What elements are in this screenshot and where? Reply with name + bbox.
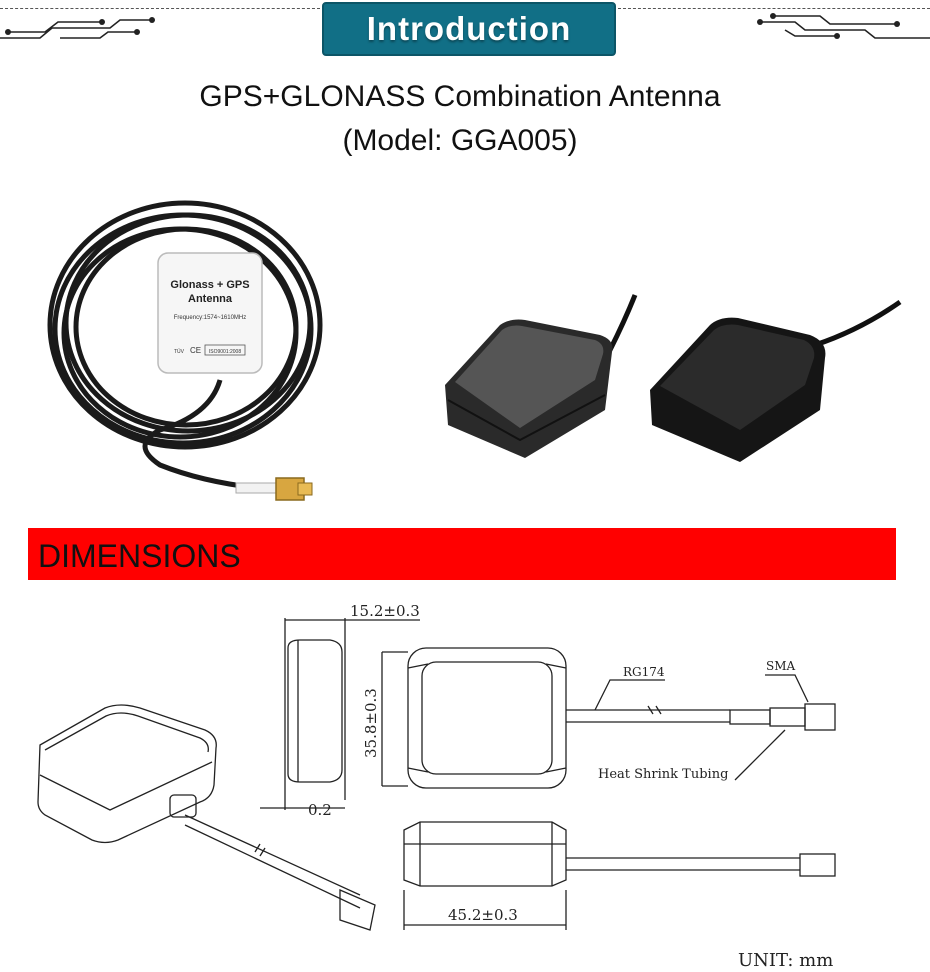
circuit-ornament-left-icon xyxy=(0,17,155,39)
antenna-coil-photo: Glonass + GPS Antenna Frequency:1574~161… xyxy=(47,200,323,501)
width-dimension-label: 35.8±0.3 xyxy=(362,688,380,758)
cable-label: RG174 xyxy=(623,665,665,679)
product-title: GPS+GLONASS Combination Antenna xyxy=(199,80,721,113)
height-dimension-label: 15.2±0.3 xyxy=(350,602,420,620)
connector-label: SMA xyxy=(766,659,796,673)
circuit-ornament-right-icon xyxy=(757,13,930,39)
dimensions-heading: DIMENSIONS xyxy=(38,538,241,574)
length-dimension-label: 45.2±0.3 xyxy=(448,906,518,924)
photo-label-frequency: Frequency:1574~1610MHz xyxy=(174,315,247,321)
unit-label: UNIT: mm xyxy=(738,950,833,971)
photo-label-cert: ISO9001:2008 xyxy=(209,349,241,355)
photo-label-tuv: TÜV xyxy=(174,348,185,355)
product-model: (Model: GGA005) xyxy=(342,124,578,157)
header-rule-right xyxy=(618,8,930,9)
base-dimension-label: 0.2 xyxy=(308,801,332,819)
introduction-tab: Introduction xyxy=(322,2,616,56)
dimensions-banner: DIMENSIONS xyxy=(28,528,896,580)
photo-label-ce: CE xyxy=(190,346,201,355)
photo-label-line1: Glonass + GPS xyxy=(170,279,249,291)
antenna-puck-photo xyxy=(445,294,902,462)
photo-label-line2: Antenna xyxy=(188,293,233,305)
header-rule-left xyxy=(0,8,320,9)
tubing-label: Heat Shrink Tubing xyxy=(598,767,728,782)
dimension-drawing: 15.2±0.3 0.2 35.8±0.3 RG174 SMA Heat Shr… xyxy=(37,602,836,971)
